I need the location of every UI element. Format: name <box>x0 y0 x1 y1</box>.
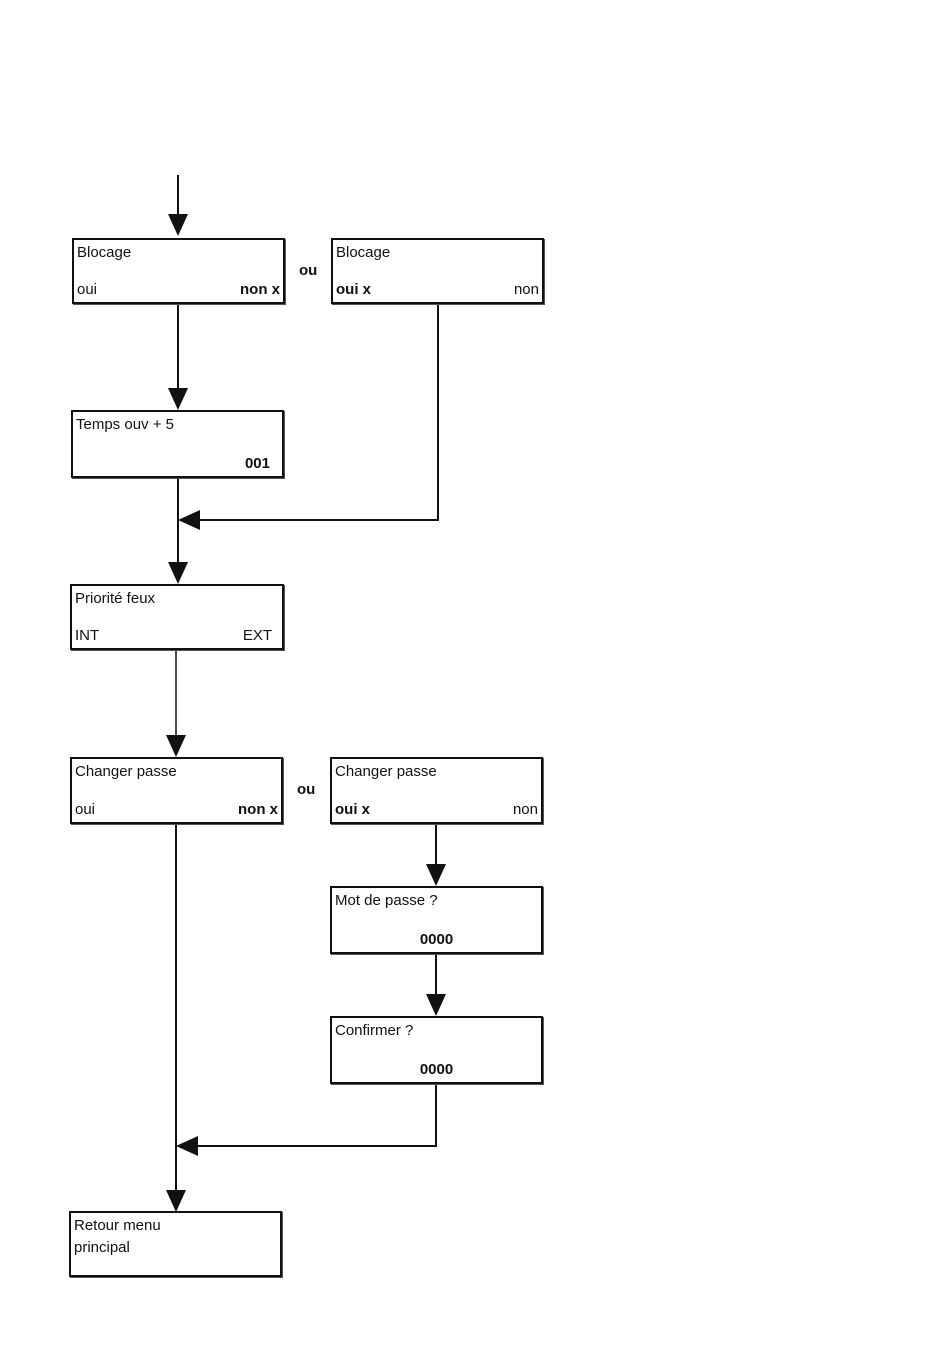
blocage-title: Blocage <box>77 242 131 264</box>
blocage-option-non-selected: non x <box>240 279 280 301</box>
changer-passe-box-oui: Changer passe oui x non <box>330 757 543 824</box>
confirmer-value: 0000 <box>332 1059 541 1081</box>
blocage-option-non: non <box>514 279 539 301</box>
blocage-title: Blocage <box>336 242 390 264</box>
changer-option-non-selected: non x <box>238 799 278 821</box>
retour-menu-line1: Retour menu <box>74 1215 161 1237</box>
changer-option-non: non <box>513 799 538 821</box>
blocage-box-non: Blocage oui non x <box>72 238 285 304</box>
blocage-option-oui-selected: oui x <box>336 279 371 301</box>
changer-option-oui: oui <box>75 799 95 821</box>
confirmer-title: Confirmer ? <box>335 1020 413 1042</box>
priorite-option-int: INT <box>75 625 99 647</box>
temps-ouverture-title: Temps ouv + 5 <box>76 414 174 436</box>
changer-passe-title: Changer passe <box>335 761 437 783</box>
changer-passe-box-non: Changer passe oui non x <box>70 757 283 824</box>
or-label-changer: ou <box>297 781 315 798</box>
temps-ouverture-value: 001 <box>245 453 270 475</box>
arrowhead-merge-2 <box>176 1136 198 1156</box>
blocage-box-oui: Blocage oui x non <box>331 238 544 304</box>
arrowhead-entry <box>168 214 188 236</box>
changer-passe-title: Changer passe <box>75 761 177 783</box>
arrowhead-merge-1 <box>178 510 200 530</box>
arrowhead-temps <box>168 388 188 410</box>
priorite-feux-box: Priorité feux INT EXT <box>70 584 284 650</box>
mot-de-passe-title: Mot de passe ? <box>335 890 438 912</box>
arrowhead-motdepasse <box>426 864 446 886</box>
changer-option-oui-selected: oui x <box>335 799 370 821</box>
retour-menu-line2: principal <box>74 1237 130 1259</box>
arrowhead-confirmer <box>426 994 446 1016</box>
confirmer-box: Confirmer ? 0000 <box>330 1016 543 1084</box>
arrowhead-changer <box>166 735 186 757</box>
blocage-option-oui: oui <box>77 279 97 301</box>
mot-de-passe-value: 0000 <box>332 929 541 951</box>
arrowhead-priorite <box>168 562 188 584</box>
line-confirmer-path <box>198 1084 436 1146</box>
priorite-option-ext: EXT <box>243 625 272 647</box>
mot-de-passe-box: Mot de passe ? 0000 <box>330 886 543 954</box>
retour-menu-box: Retour menu principal <box>69 1211 282 1277</box>
temps-ouverture-box: Temps ouv + 5 001 <box>71 410 284 478</box>
or-label-blocage: ou <box>299 262 317 279</box>
arrowhead-retour <box>166 1190 186 1212</box>
priorite-feux-title: Priorité feux <box>75 588 155 610</box>
